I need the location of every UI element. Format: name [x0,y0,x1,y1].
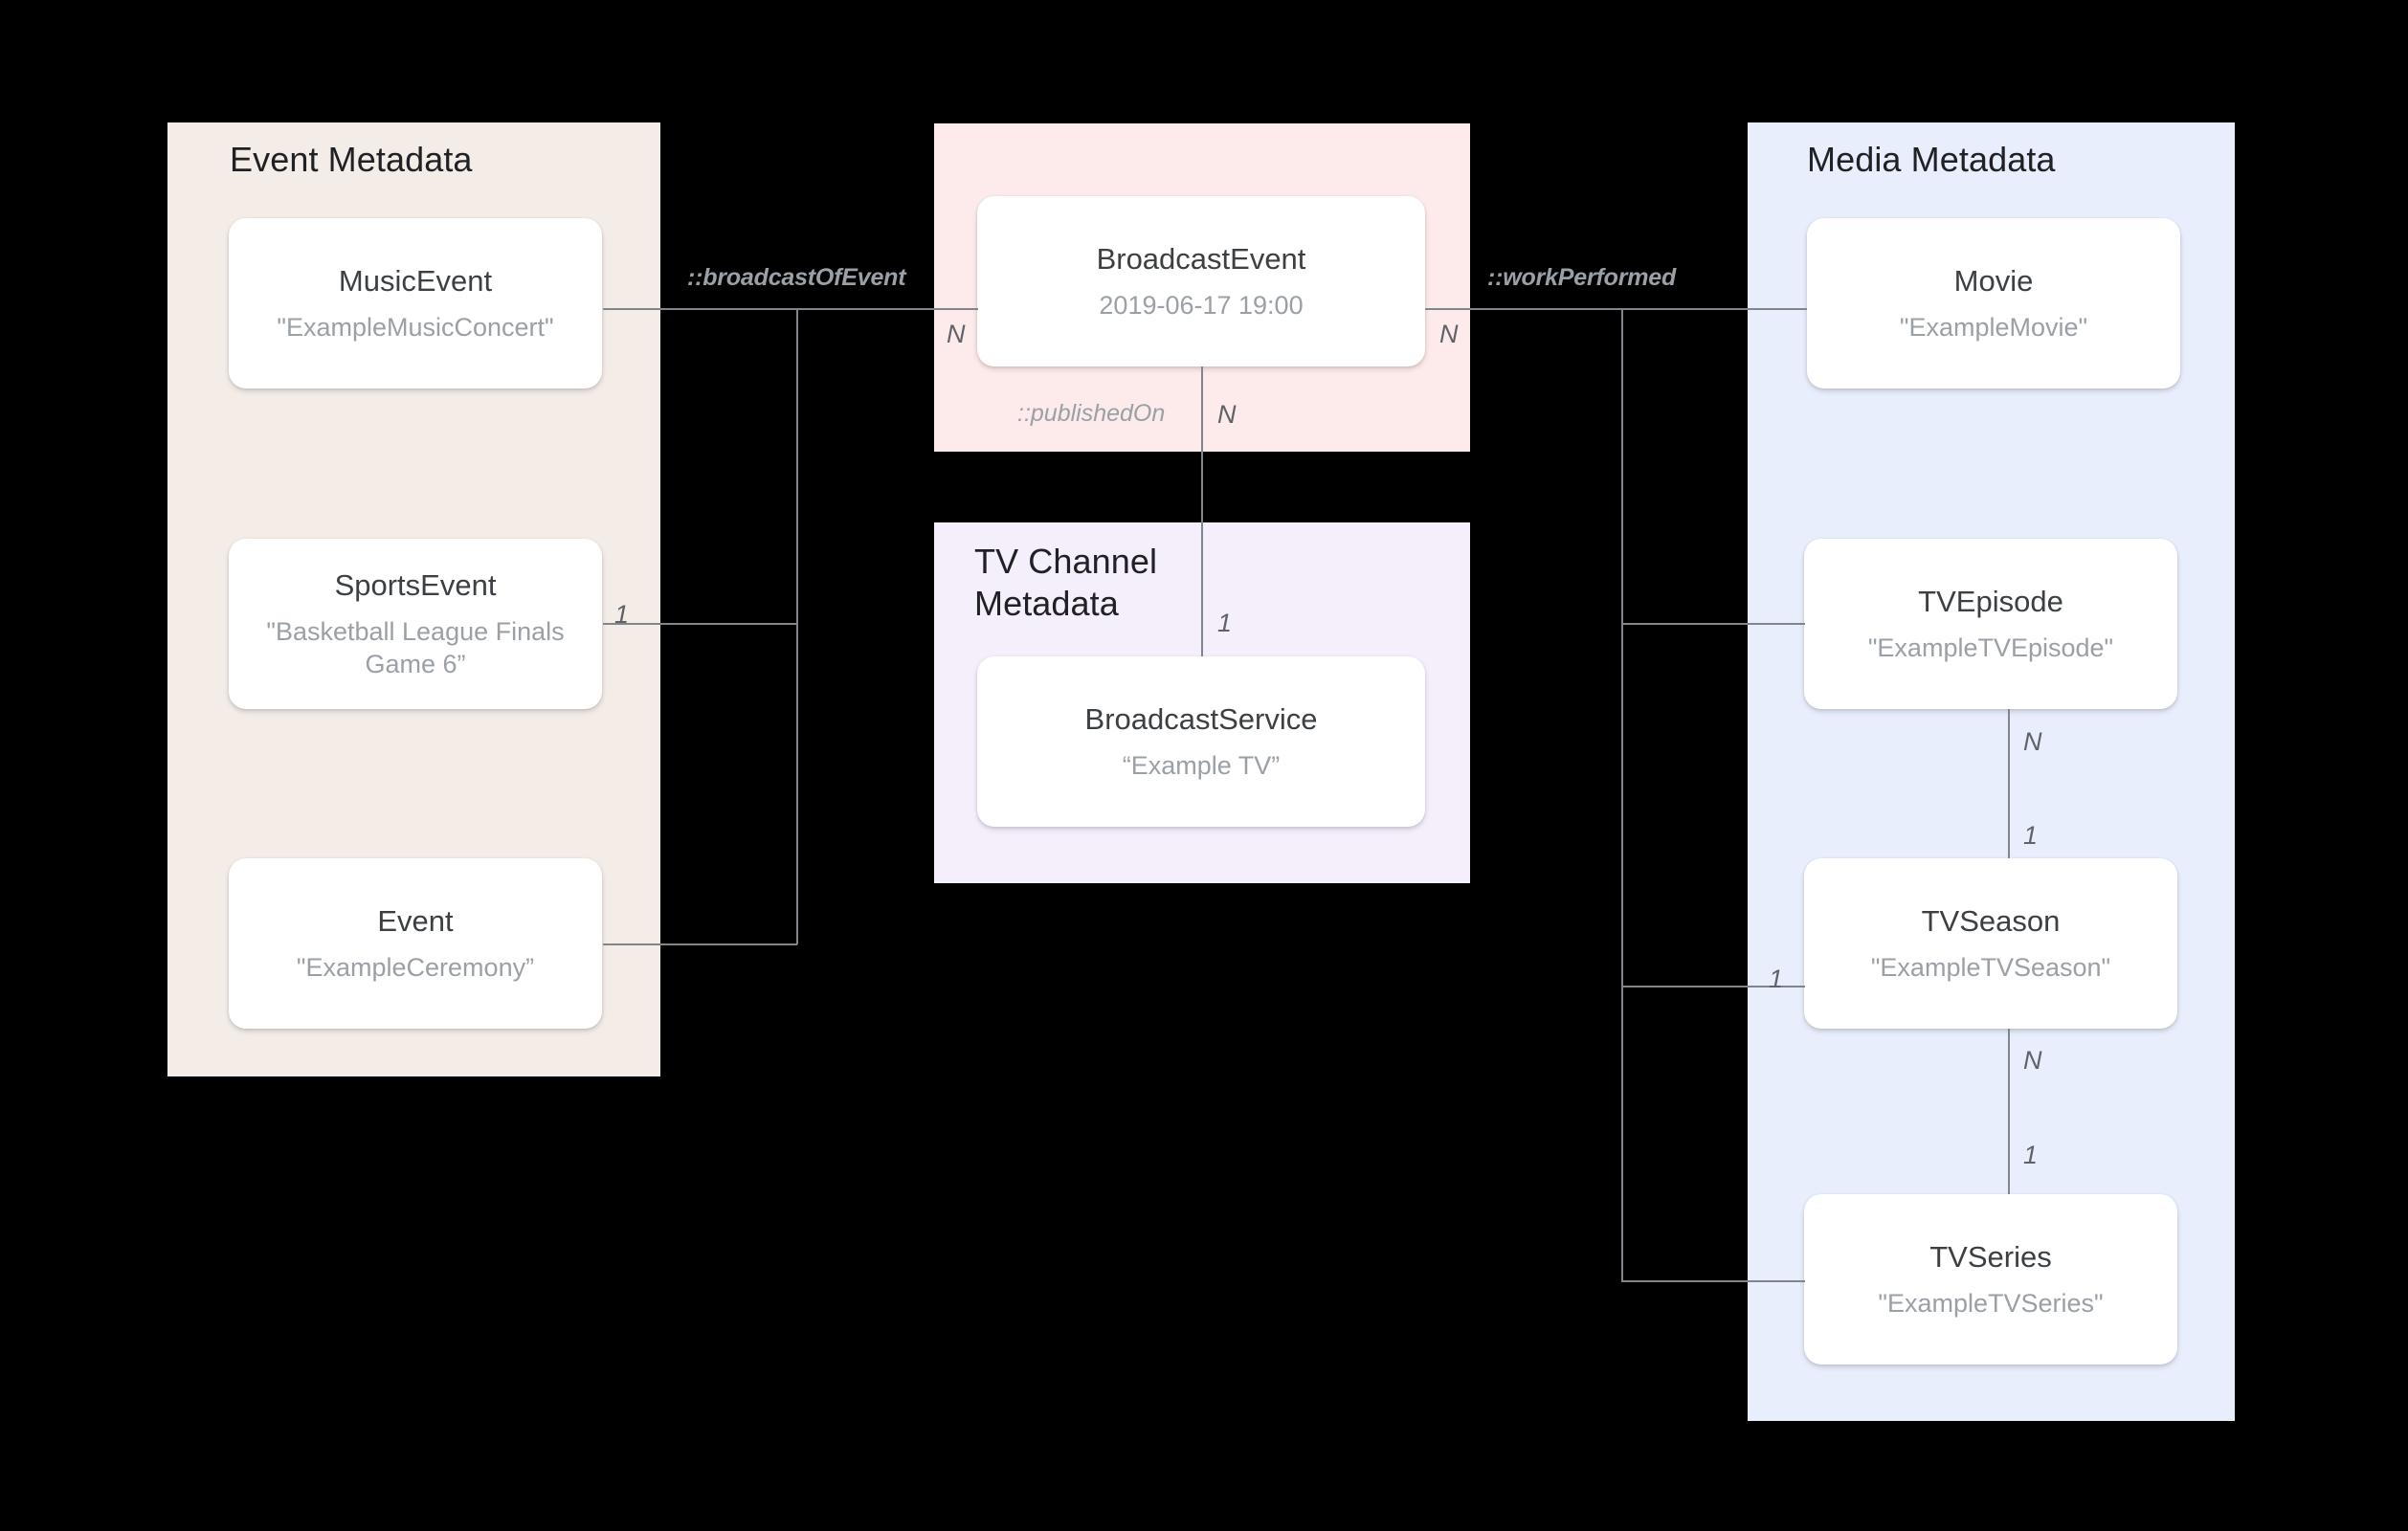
multiplicity-broadcast-of-event-1: 1 [614,600,630,629]
entity-value-broadcast-service: “Example TV” [1122,750,1281,780]
multiplicity-episode-in-season-1: 1 [2023,821,2039,850]
edge-broadcast-of-event-main [603,308,978,310]
relationship-label-broadcast-of-event: ::broadcastOfEvent [687,264,906,291]
multiplicity-episode-in-season-n: N [2023,727,2042,756]
edge-work-performed-main [1425,308,1807,310]
multiplicity-broadcast-of-event-n: N [947,320,966,348]
group-title-event-metadata: Event Metadata [230,140,473,179]
entity-value-tv-episode: "ExampleTVEpisode" [1867,632,2114,662]
entity-card-music-event[interactable]: MusicEvent "ExampleMusicConcert" [229,218,602,388]
edge-branch-tv-series [1621,1280,1805,1282]
entity-card-movie[interactable]: Movie "ExampleMovie" [1807,218,2180,388]
edge-episode-in-season [2008,709,2010,858]
edge-season-in-series [2008,1029,2010,1194]
entity-value-music-event: "ExampleMusicConcert" [277,312,554,342]
entity-card-tv-series[interactable]: TVSeries "ExampleTVSeries" [1804,1194,2177,1365]
edge-branch-event [603,943,797,945]
entity-type-broadcast-service: BroadcastService [1084,701,1318,736]
edge-branch-tv-season [1621,986,1805,987]
entity-type-tv-series: TVSeries [1929,1239,2052,1274]
entity-card-event[interactable]: Event "ExampleCeremony” [229,858,602,1029]
edge-branch-sports-event [603,623,797,625]
entity-type-movie: Movie [1953,263,2034,298]
entity-type-tv-season: TVSeason [1921,903,2061,938]
entity-value-broadcast-event: 2019-06-17 19:00 [1099,290,1304,320]
entity-type-sports-event: SportsEvent [334,567,497,602]
entity-value-tv-series: "ExampleTVSeries" [1878,1288,2104,1318]
entity-card-broadcast-event[interactable]: BroadcastEvent 2019-06-17 19:00 [977,196,1425,366]
entity-type-broadcast-event: BroadcastEvent [1096,241,1306,276]
relationship-label-published-on: ::publishedOn [1017,400,1166,427]
entity-type-music-event: MusicEvent [338,263,493,298]
group-title-tv-channel-metadata: TV Channel Metadata [974,542,1158,623]
entity-value-movie: "ExampleMovie" [1899,312,2088,342]
relationship-label-work-performed: ::workPerformed [1487,264,1677,291]
edge-branch-tv-episode [1621,623,1805,625]
multiplicity-published-on-1: 1 [1217,609,1233,637]
entity-type-tv-episode: TVEpisode [1918,584,2063,618]
multiplicity-work-performed-n: N [1439,320,1459,348]
multiplicity-work-performed-1: 1 [1769,965,1784,993]
group-title-media-metadata: Media Metadata [1807,140,2056,179]
edge-published-on [1201,366,1203,656]
entity-card-sports-event[interactable]: SportsEvent "Basketball League Finals Ga… [229,539,602,709]
entity-value-event: "ExampleCeremony” [296,952,535,982]
entity-card-tv-season[interactable]: TVSeason "ExampleTVSeason" [1804,858,2177,1029]
entity-card-broadcast-service[interactable]: BroadcastService “Example TV” [977,656,1425,827]
edge-broadcast-of-event-trunk [796,308,798,944]
multiplicity-season-in-series-n: N [2023,1046,2042,1075]
entity-value-tv-season: "ExampleTVSeason" [1870,952,2111,982]
entity-value-sports-event: "Basketball League Finals Game 6” [266,617,565,678]
multiplicity-season-in-series-1: 1 [2023,1141,2039,1169]
multiplicity-published-on-n: N [1217,400,1237,429]
entity-card-tv-episode[interactable]: TVEpisode "ExampleTVEpisode" [1804,539,2177,709]
entity-type-event: Event [377,903,454,938]
edge-work-performed-trunk [1621,308,1623,1281]
